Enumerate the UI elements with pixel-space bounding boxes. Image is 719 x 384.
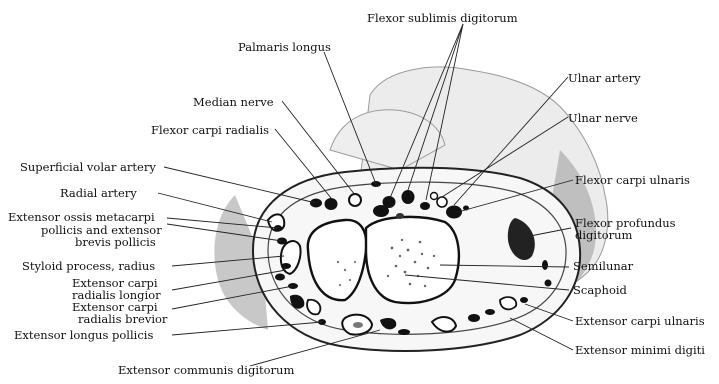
label-flexor-sublimis-digitorum: Flexor sublimis digitorum (367, 11, 518, 25)
label-flexor-profundus-line2: digitorum (575, 228, 633, 242)
label-flexor-carpi-ulnaris: Flexor carpi ulnaris (575, 173, 690, 187)
label-extensor-ossis-line3: brevis pollicis (75, 235, 156, 249)
label-ulnar-artery: Ulnar artery (568, 71, 641, 85)
label-extensor-carpi-ulnaris: Extensor carpi ulnaris (575, 314, 705, 328)
label-palmaris-longus: Palmaris longus (238, 40, 331, 54)
label-flexor-carpi-radialis: Flexor carpi radialis (151, 123, 269, 137)
label-styloid-process-radius: Styloid process, radius (22, 259, 155, 273)
label-scaphoid: Scaphoid (573, 283, 628, 297)
label-ecr-brevior-line2: radialis brevior (78, 312, 168, 326)
label-semilunar: Semilunar (573, 259, 634, 273)
label-extensor-longus-pollicis: Extensor longus pollicis (14, 328, 153, 342)
label-ulnar-nerve: Ulnar nerve (568, 111, 638, 125)
label-median-nerve: Median nerve (193, 95, 274, 109)
semilunar-bone (366, 217, 459, 303)
label-superficial-volar-artery: Superficial volar artery (20, 160, 156, 174)
label-extensor-communis-digitorum: Extensor communis digitorum (118, 363, 294, 377)
label-extensor-ossis-line1: Extensor ossis metacarpi (8, 210, 155, 224)
label-extensor-minimi-digiti: Extensor minimi digiti (575, 343, 705, 357)
label-radial-artery: Radial artery (60, 186, 137, 200)
